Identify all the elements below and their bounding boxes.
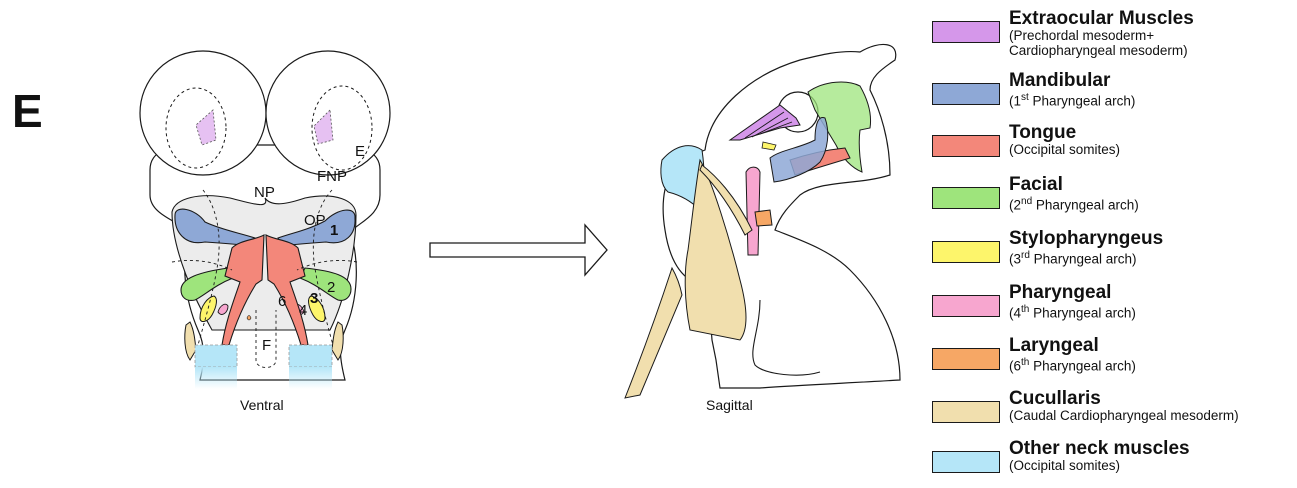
legend-title: Facial xyxy=(1009,174,1063,196)
legend-title: Stylopharyngeus xyxy=(1009,228,1163,250)
legend-item-mandibular: Mandibular (1st Pharyngeal arch) xyxy=(932,70,1297,120)
right-neck-muscle xyxy=(289,345,332,367)
legend-subtitle: (Occipital somites) xyxy=(1009,142,1120,157)
swatch-stylopharyngeus xyxy=(932,241,1000,263)
label-arch-2: 2 xyxy=(327,279,335,296)
label-arch-6: 6 xyxy=(278,293,286,310)
legend-subtitle: (Occipital somites) xyxy=(1009,458,1120,473)
sagittal-cucullaris-tail xyxy=(625,268,682,398)
legend-item-pharyngeal: Pharyngeal (4th Pharyngeal arch) xyxy=(932,282,1297,332)
legend-title: Pharyngeal xyxy=(1009,282,1111,304)
legend-item-tongue: Tongue (Occipital somites) xyxy=(932,122,1297,172)
label-arch-4: 4 xyxy=(299,302,307,319)
legend-subtitle: (6th Pharyngeal arch) xyxy=(1009,355,1136,374)
legend-sub-line-1: (Prechordal mesoderm+ xyxy=(1009,28,1188,43)
legend-item-laryngeal: Laryngeal (6th Pharyngeal arch) xyxy=(932,335,1297,385)
sagittal-view: Sagittal xyxy=(625,44,900,413)
legend-subtitle: (3rd Pharyngeal arch) xyxy=(1009,248,1136,267)
legend-item-extraocular: Extraocular Muscles (Prechordal mesoderm… xyxy=(932,8,1297,58)
anatomy-diagram: NP OP FNP E F 1 2 3 4 6 Ventral xyxy=(0,0,930,481)
legend-title: Tongue xyxy=(1009,122,1076,144)
left-cucullaris xyxy=(185,322,196,360)
legend-title: Other neck muscles xyxy=(1009,438,1190,460)
left-neck-muscle xyxy=(195,345,237,367)
legend-title: Mandibular xyxy=(1009,70,1110,92)
swatch-pharyngeal xyxy=(932,295,1000,317)
legend-subtitle: (1st Pharyngeal arch) xyxy=(1009,90,1135,109)
legend-title: Extraocular Muscles xyxy=(1009,8,1194,30)
sagittal-caption: Sagittal xyxy=(706,397,753,413)
transition-arrow xyxy=(430,225,607,275)
swatch-cucullaris xyxy=(932,401,1000,423)
swatch-other-neck xyxy=(932,451,1000,473)
swatch-facial xyxy=(932,187,1000,209)
swatch-mandibular xyxy=(932,83,1000,105)
legend-subtitle: (4th Pharyngeal arch) xyxy=(1009,302,1136,321)
left-laryngeal-drop-2 xyxy=(247,316,251,321)
label-arch-3: 3 xyxy=(310,290,318,307)
legend-item-facial: Facial (2nd Pharyngeal arch) xyxy=(932,174,1297,224)
sagittal-pharyngeal xyxy=(746,167,760,255)
label-f: F xyxy=(262,337,271,354)
swatch-extraocular xyxy=(932,21,1000,43)
legend-item-stylopharyngeus: Stylopharyngeus (3rd Pharyngeal arch) xyxy=(932,228,1297,278)
legend-sub-line-2: Cardiopharyngeal mesoderm) xyxy=(1009,43,1188,58)
legend-subtitle: (2nd Pharyngeal arch) xyxy=(1009,194,1139,213)
left-neck-fade xyxy=(195,367,237,389)
legend-subtitle: (Prechordal mesoderm+ Cardiopharyngeal m… xyxy=(1009,28,1188,58)
label-e: E xyxy=(355,143,365,160)
swatch-laryngeal xyxy=(932,348,1000,370)
label-arch-1: 1 xyxy=(330,222,338,239)
sagittal-laryngeal xyxy=(755,210,772,226)
legend-title: Laryngeal xyxy=(1009,335,1099,357)
swatch-tongue xyxy=(932,135,1000,157)
legend-item-cucullaris: Cucullaris (Caudal Cardiopharyngeal meso… xyxy=(932,388,1297,438)
left-eye xyxy=(140,51,266,175)
ventral-caption: Ventral xyxy=(240,397,284,413)
right-neck-fade xyxy=(289,367,332,389)
label-np: NP xyxy=(254,184,275,201)
label-fnp: FNP xyxy=(317,168,347,185)
legend-title: Cucullaris xyxy=(1009,388,1101,410)
label-op: OP xyxy=(304,212,326,229)
legend-subtitle: (Caudal Cardiopharyngeal mesoderm) xyxy=(1009,408,1239,423)
ventral-view: NP OP FNP E F 1 2 3 4 6 Ventral xyxy=(140,51,390,413)
